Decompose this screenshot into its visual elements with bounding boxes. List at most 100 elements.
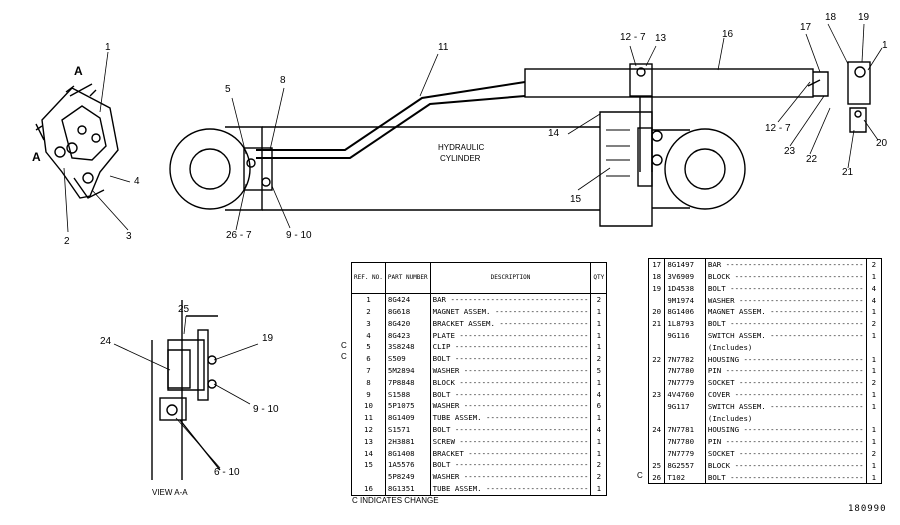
cell-ref — [648, 294, 666, 307]
cell-qty: 2 — [596, 460, 602, 470]
cell-part: 7N7782 — [664, 353, 706, 366]
callout-13: 13 — [655, 33, 667, 44]
cell-ref: 24 — [648, 424, 666, 436]
callout-17: 17 — [800, 22, 812, 33]
left-bracket-assembly — [35, 85, 119, 199]
cell-desc: HOUSING --------------------------- — [705, 424, 867, 436]
callout-14: 14 — [548, 128, 560, 139]
cell-part: 7N7779 — [664, 447, 706, 460]
cell-qty: 1 — [596, 318, 602, 328]
callout-26-7: 26 - 7 — [226, 230, 252, 241]
cell-qty: 2 — [871, 260, 877, 270]
callout-21: 21 — [842, 167, 854, 178]
cell-ref: 22 — [648, 353, 666, 366]
cell-ref — [648, 400, 666, 413]
header-ref-no: REF. NO. — [351, 262, 386, 294]
cell-qty — [866, 342, 881, 354]
cell-part: 7N7780 — [664, 365, 706, 377]
cell-ref: 19 — [648, 282, 666, 295]
cell-ref: 6 — [351, 352, 386, 365]
cell-desc: BAR ------------------------------- — [430, 293, 592, 306]
callout-18: 18 — [825, 12, 837, 23]
cell-desc: SWITCH ASSEM. --------------------- — [705, 400, 867, 413]
cylinder-label-line2: CYLINDER — [440, 154, 481, 163]
callout-1-top: 1 — [105, 42, 111, 53]
callout-5: 5 — [225, 84, 231, 95]
cell-ref: 8 — [351, 376, 386, 389]
cell-part: 8G1497 — [664, 258, 706, 271]
cell-part: 3S8248 — [385, 341, 431, 353]
cell-desc: BOLT ------------------------------ — [430, 459, 592, 471]
cell-desc: TUBE ASSEM. ----------------------- — [430, 482, 592, 496]
drawing-number: 180990 — [848, 504, 887, 514]
cell-desc: (Includes) — [705, 412, 867, 425]
cell-qty: 2 — [596, 354, 602, 364]
cell-ref: 17 — [648, 258, 666, 271]
cell-desc: SOCKET ---------------------------- — [705, 447, 867, 460]
cell-part: 5P1075 — [385, 400, 431, 412]
cell-qty: 1 — [596, 306, 602, 316]
cell-part: 8G420 — [385, 317, 431, 330]
cell-ref — [648, 329, 666, 342]
cell-part: 3V6909 — [664, 270, 706, 283]
callout-25: 25 — [178, 304, 190, 315]
cell-ref: 23 — [648, 388, 666, 401]
cell-desc: BRACKET --------------------------- — [430, 447, 592, 460]
section-arrows — [35, 83, 93, 131]
callout-9-10-top: 9 - 10 — [286, 230, 312, 241]
cell-ref: 12 — [351, 423, 386, 436]
cell-qty: 4 — [596, 389, 602, 399]
callout-19-view: 19 — [262, 333, 274, 344]
callout-11: 11 — [438, 42, 449, 53]
cell-part: 4V4760 — [664, 388, 706, 401]
cell-desc: BOLT ------------------------------ — [705, 471, 867, 484]
cell-qty — [866, 412, 881, 424]
cell-part: 8G618 — [385, 305, 431, 318]
cell-desc: PLATE ----------------------------- — [430, 329, 592, 342]
callout-19-top: 19 — [858, 12, 870, 23]
cell-desc: BOLT ------------------------------ — [705, 317, 867, 330]
cell-qty: 2 — [871, 448, 877, 458]
cell-desc: (Includes) — [705, 341, 867, 354]
cell-ref — [648, 376, 666, 389]
section-marker-bottom: A — [32, 150, 41, 164]
cell-part: T102 — [664, 471, 706, 484]
callout-12-7-top: 12 - 7 — [620, 32, 646, 43]
cell-desc: BOLT ------------------------------ — [430, 352, 592, 365]
cell-ref — [648, 365, 666, 377]
cell-part: 8G1409 — [385, 411, 431, 424]
cell-ref — [648, 412, 666, 425]
right-switch-assembly — [807, 61, 871, 133]
cell-qty: 1 — [871, 330, 877, 340]
cell-part — [664, 412, 706, 425]
cell-ref: 11 — [351, 411, 386, 424]
cell-desc: BLOCK ----------------------------- — [705, 459, 867, 472]
cell-part: 9G116 — [664, 329, 706, 342]
cell-part: S509 — [385, 352, 431, 365]
cell-ref: 15 — [351, 459, 386, 471]
cell-part: S1571 — [385, 423, 431, 436]
tube-assembly — [243, 68, 829, 191]
cell-desc: WASHER ---------------------------- — [430, 364, 592, 377]
hydraulic-cylinder — [169, 111, 746, 227]
cell-part: 8G424 — [385, 293, 431, 306]
cell-qty: 1 — [596, 436, 602, 446]
callout-8: 8 — [280, 75, 286, 86]
cell-part: 8G1408 — [385, 447, 431, 460]
